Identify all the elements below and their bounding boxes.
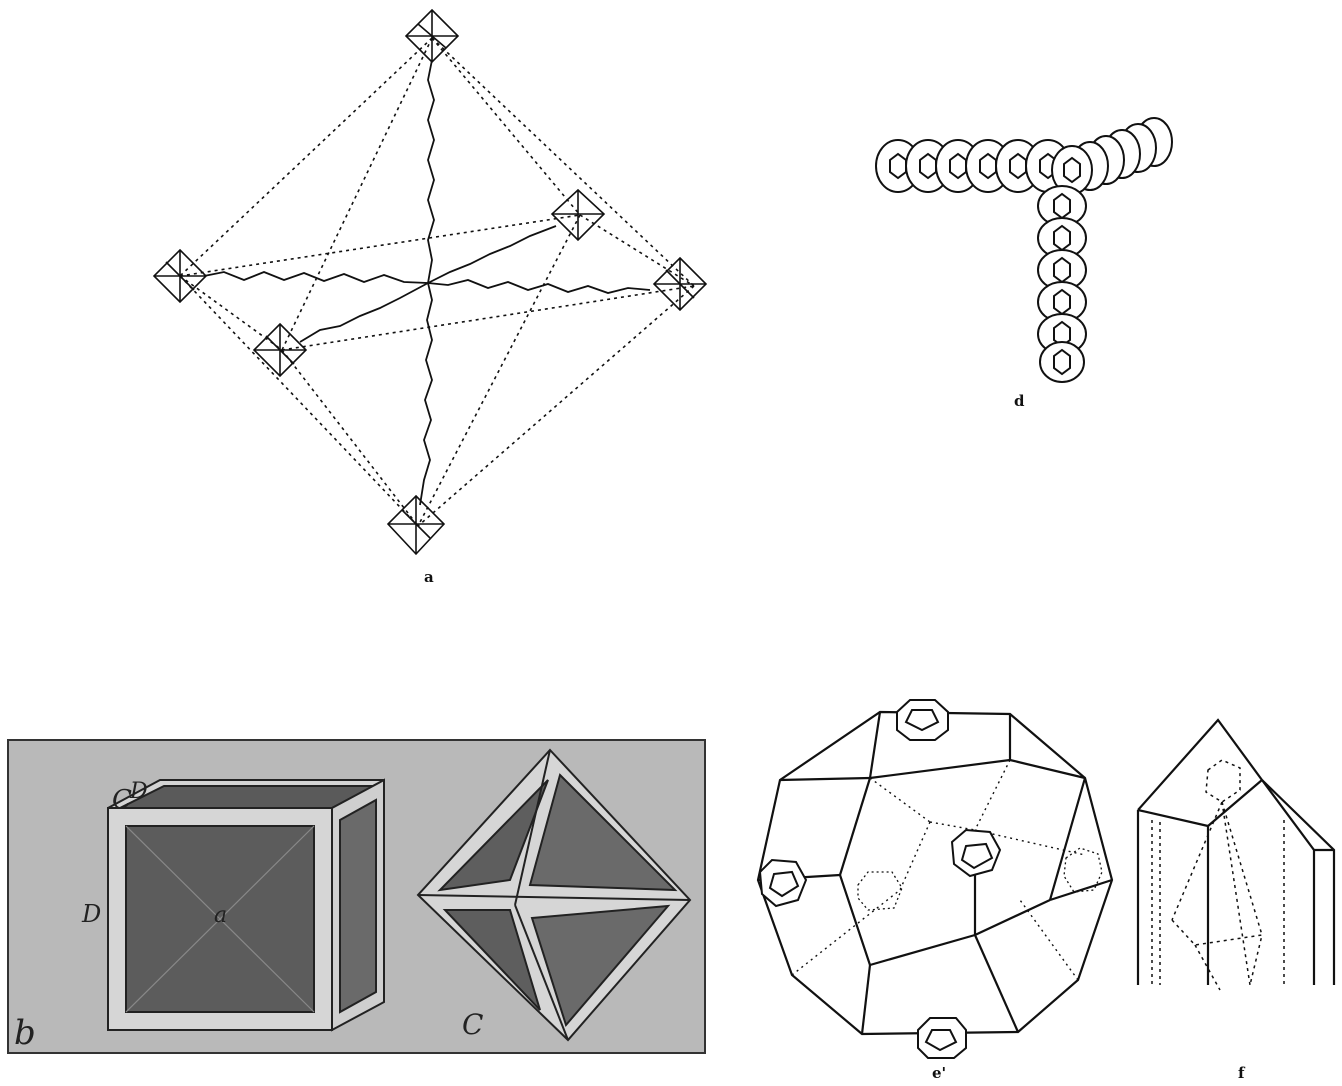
panel-f-prism xyxy=(1138,720,1334,990)
crystal-top xyxy=(897,700,948,740)
label-c-top: C xyxy=(112,785,132,815)
label-d-top: D xyxy=(129,779,148,804)
label-a-center: a xyxy=(214,903,227,928)
panel-d-caption: d xyxy=(1014,392,1025,410)
hollow-cube xyxy=(108,780,384,1030)
prism-solid-edges xyxy=(1138,720,1334,985)
vertex-crystal-top xyxy=(406,10,458,62)
vertex-crystal-right xyxy=(654,258,706,310)
vertex-crystal-bottom xyxy=(388,496,444,554)
crystal-chain-axes xyxy=(204,60,650,505)
vertex-crystal-left xyxy=(154,250,206,302)
panel-a-caption: a xyxy=(424,568,434,586)
horizontal-chain xyxy=(876,118,1172,194)
panel-f-caption: f xyxy=(1238,1064,1244,1082)
crystal-center xyxy=(952,830,1000,876)
panel-d-crystal-chain xyxy=(876,118,1172,382)
label-d-left: D xyxy=(81,900,101,928)
label-c-right: C xyxy=(462,1008,483,1041)
prism-hidden-edges xyxy=(1152,760,1284,990)
attached-crystals xyxy=(760,700,1000,1058)
panel-b-caption: b xyxy=(14,1013,36,1053)
octahedron-outer-edges xyxy=(180,38,694,526)
polyhedron-solid-edges xyxy=(758,712,1112,1034)
vertex-crystal-back xyxy=(552,190,604,240)
chain-crystal xyxy=(1040,342,1084,382)
panel-a-octahedron xyxy=(154,10,706,554)
crystal-bottom xyxy=(918,1018,966,1058)
panel-e-caption: e' xyxy=(932,1064,946,1082)
panel-e-polyhedron xyxy=(758,700,1112,1058)
crystal-left xyxy=(760,860,806,906)
panel-b-photo: C D D a C b xyxy=(8,740,705,1053)
vertex-crystal-front xyxy=(254,324,306,376)
polyhedron-hidden-edges xyxy=(792,760,1085,980)
vertical-chain xyxy=(1038,186,1086,382)
